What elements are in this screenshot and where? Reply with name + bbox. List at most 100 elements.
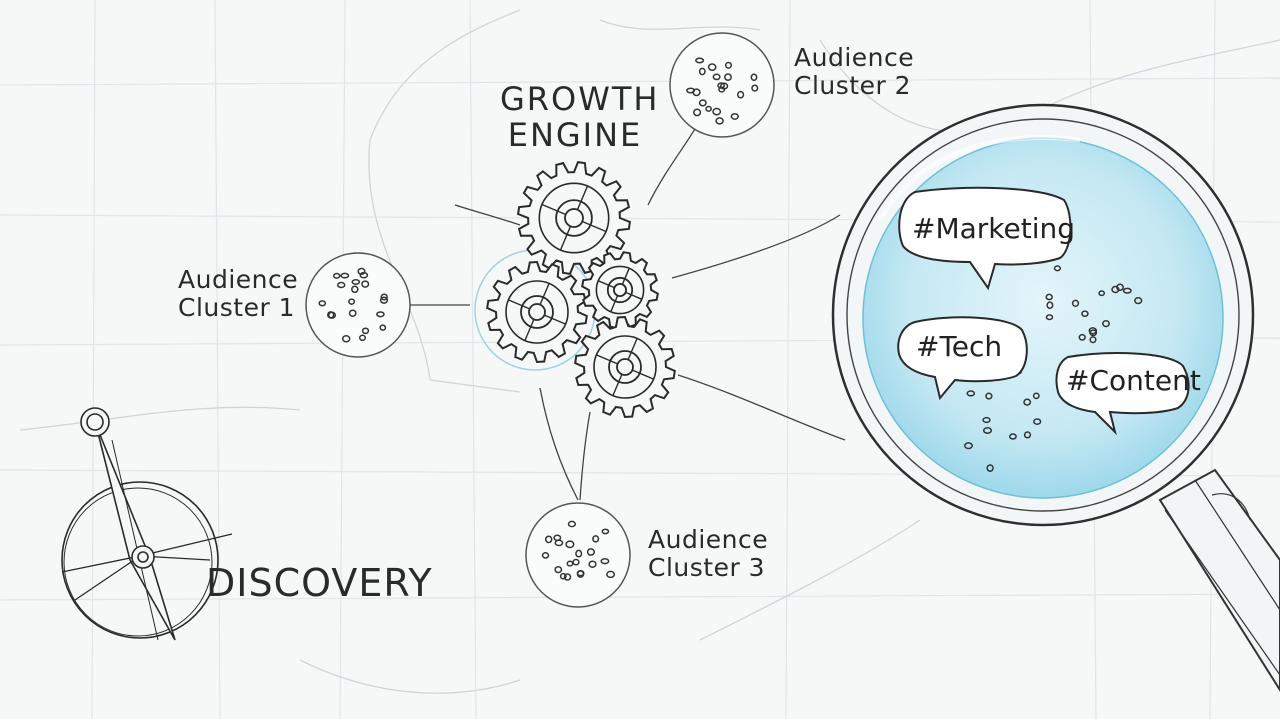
sketch-dot xyxy=(686,87,696,94)
hashtag-bubble-tech xyxy=(897,316,1028,401)
sketch-dot xyxy=(724,73,732,81)
sketch-dot xyxy=(730,112,739,120)
gear-icon xyxy=(516,160,632,276)
sketch-dot xyxy=(361,327,370,335)
sketch-dot xyxy=(554,539,564,547)
hashtag-bubble-marketing xyxy=(898,186,1072,291)
cluster-1-line-2: Cluster 1 xyxy=(178,293,296,322)
sketch-dot xyxy=(698,67,706,76)
magnifier-handle xyxy=(1158,468,1280,692)
sketch-dot xyxy=(559,572,567,580)
sketch-dot xyxy=(1033,418,1042,425)
sketch-dot xyxy=(379,324,387,331)
sketch-dot xyxy=(376,311,385,318)
sketch-dot xyxy=(1008,433,1017,440)
sketch-dot xyxy=(693,108,702,117)
sketch-dot xyxy=(563,573,572,581)
magnifier-lens xyxy=(831,103,1255,527)
sketch-dot xyxy=(698,99,707,107)
sketch-dot xyxy=(751,84,759,92)
sketch-dot xyxy=(1116,283,1124,292)
sketch-dot xyxy=(1098,290,1106,297)
sketch-dot xyxy=(1089,336,1097,344)
sketch-dot xyxy=(750,73,758,82)
sketch-dot xyxy=(606,570,616,579)
sketch-dot xyxy=(327,311,337,319)
sketch-dot xyxy=(1045,314,1054,321)
sketch-dot xyxy=(351,278,361,285)
cluster-3-line-1: Audience xyxy=(648,525,769,554)
cluster-2-line-1: Audience xyxy=(794,43,915,72)
cluster-3-line-2: Cluster 3 xyxy=(648,553,766,582)
sketch-dot xyxy=(1081,310,1089,318)
gear-icon xyxy=(574,315,676,419)
sketch-dot xyxy=(566,560,574,567)
sketch-dot xyxy=(358,334,367,342)
sketch-dot xyxy=(601,528,610,535)
discovery-label: DISCOVERY xyxy=(206,561,433,605)
sketch-dot xyxy=(1071,299,1080,307)
sketch-dot xyxy=(1023,398,1032,406)
sketch-dot xyxy=(1032,392,1040,400)
cluster-label-2: Audience Cluster 2 xyxy=(794,44,914,100)
growth-engine-title: GROWTH ENGINE xyxy=(500,80,660,154)
sketch-dot xyxy=(1046,301,1054,310)
sketch-dot xyxy=(986,464,994,472)
gear-icon-group xyxy=(486,160,676,419)
sketch-dot xyxy=(715,117,724,125)
compass-icon xyxy=(61,407,233,641)
sketch-dot xyxy=(705,105,712,112)
sketch-dot xyxy=(985,392,993,400)
cluster-2-line-2: Cluster 2 xyxy=(794,71,912,100)
sketch-dot xyxy=(336,281,346,289)
sketch-dot xyxy=(724,61,733,69)
sketch-dot xyxy=(541,552,550,559)
sketch-dot xyxy=(575,549,583,558)
sketch-dot xyxy=(544,535,553,544)
hashtag-tech: #Tech xyxy=(916,330,1003,363)
sketch-dot xyxy=(1122,287,1132,294)
sketch-dot xyxy=(380,293,388,301)
sketch-dot xyxy=(736,90,745,99)
sketch-dot xyxy=(600,558,610,565)
sketch-dot xyxy=(1088,327,1098,335)
sketch-dot xyxy=(588,560,597,568)
cluster-circle-2 xyxy=(669,32,775,138)
sketch-dot xyxy=(1045,293,1053,301)
title-line-2: ENGINE xyxy=(507,115,643,154)
sketch-dot xyxy=(576,569,585,577)
sketch-dot xyxy=(348,298,356,305)
cluster-circle-3 xyxy=(525,502,631,608)
sketch-dot xyxy=(554,565,563,574)
sketch-dot xyxy=(340,272,350,279)
cluster-1-line-1: Audience xyxy=(178,265,299,294)
sketch-dot xyxy=(982,416,991,424)
sketch-dot xyxy=(565,540,575,549)
sketch-dot xyxy=(982,427,993,434)
hashtag-marketing: #Marketing xyxy=(912,212,1076,245)
sketch-dot xyxy=(1053,265,1062,272)
sketch-dot xyxy=(567,520,577,528)
sketch-dot xyxy=(964,442,973,450)
sketch-dot xyxy=(1134,296,1143,305)
sketch-dot xyxy=(695,57,705,64)
sketch-dot xyxy=(351,285,359,294)
sketch-dot xyxy=(379,296,389,304)
sketch-dot xyxy=(348,309,357,317)
cluster-label-1: Audience Cluster 1 xyxy=(178,266,298,322)
sketch-dot xyxy=(1102,319,1110,328)
sketch-dot xyxy=(719,82,729,90)
gear-icon xyxy=(581,251,659,329)
hashtag-content: #Content xyxy=(1066,364,1201,397)
sketch-dot xyxy=(332,272,341,279)
sketch-dot xyxy=(341,335,351,343)
sketch-dot xyxy=(1078,333,1086,341)
hashtag-bubble-content xyxy=(1055,352,1190,436)
gear-icon xyxy=(486,260,588,364)
sketch-dot xyxy=(357,267,366,276)
sketch-dot xyxy=(712,73,721,81)
sketch-dot xyxy=(712,107,722,116)
title-line-1: GROWTH xyxy=(500,80,660,118)
sketch-dot xyxy=(586,548,595,556)
